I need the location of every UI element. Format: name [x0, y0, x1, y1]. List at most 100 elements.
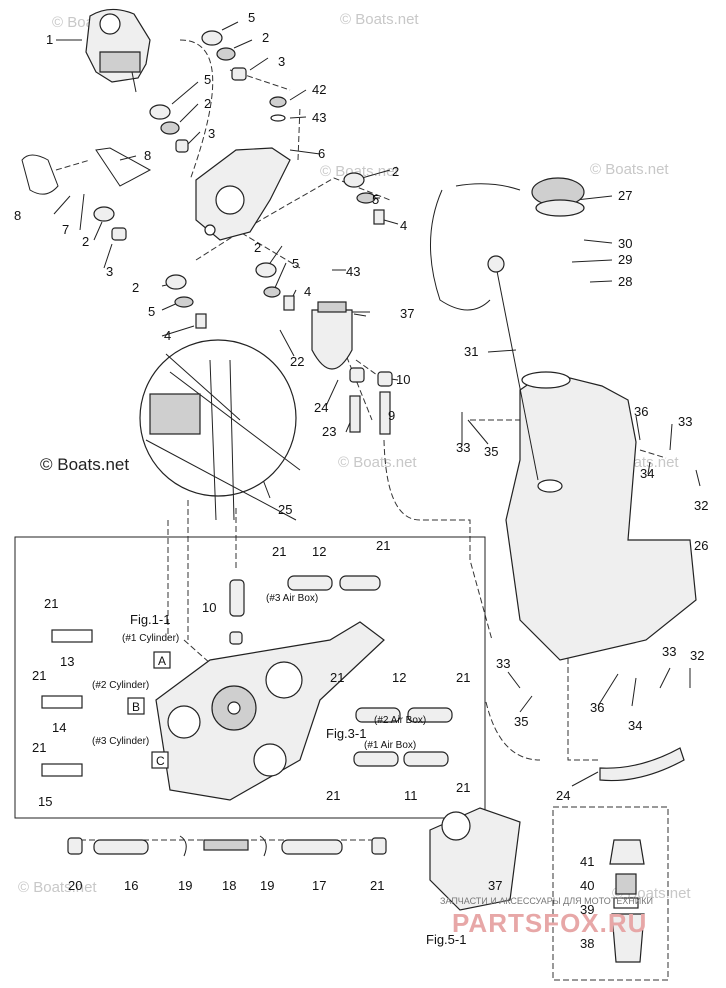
callout-c26: 26: [694, 538, 708, 553]
callout-c37a: 37: [400, 306, 414, 321]
connector-b-label: B: [132, 700, 140, 714]
callout-c21e: 21: [32, 740, 46, 755]
callout-c37b: 37: [488, 878, 502, 893]
watermark-boats: © Boats.net: [338, 454, 417, 471]
partsfox-brand: PARTSFOX.RU: [452, 908, 647, 938]
callout-c3b: 3: [208, 126, 215, 141]
callout-c19a: 19: [178, 878, 192, 893]
detail-magnifier: [139, 339, 301, 521]
watermark-boats: © Boats.net: [18, 879, 97, 896]
callout-c36a: 36: [634, 404, 648, 419]
callout-c8b: 8: [14, 208, 21, 223]
callout-c41: 41: [580, 854, 594, 869]
callout-c33c: 33: [496, 656, 510, 671]
callout-c31: 31: [464, 344, 478, 359]
callout-c22: 22: [290, 354, 304, 369]
callout-c25: 25: [278, 502, 292, 517]
callout-c34a: 34: [640, 466, 654, 481]
callout-c3c: 3: [106, 264, 113, 279]
hose-24-bottom: [599, 747, 685, 782]
callout-c10b: 10: [202, 600, 216, 615]
note-cyl3: (#3 Cylinder): [92, 736, 149, 747]
callout-c10a: 10: [396, 372, 410, 387]
callout-c39: 39: [580, 902, 594, 917]
callout-c33d: 33: [662, 644, 676, 659]
callout-c2d: 2: [132, 280, 139, 295]
callout-c6: 6: [318, 146, 325, 161]
callout-c30: 30: [618, 236, 632, 251]
callout-c33b: 33: [456, 440, 470, 455]
callout-c8a: 8: [144, 148, 151, 163]
joints-24-10: [349, 367, 393, 387]
watermark-boats-main: © Boats.net: [40, 455, 129, 474]
pipes-13-14-15: [41, 629, 93, 777]
watermark-boats: © Boats.net: [320, 163, 399, 180]
callout-c2c: 2: [82, 234, 89, 249]
callout-c5d: 5: [372, 192, 379, 207]
callout-c21f: 21: [330, 670, 344, 685]
washer-stack-left: [165, 274, 207, 329]
callout-c2f: 2: [254, 240, 261, 255]
note-cyl2: (#2 Cylinder): [92, 680, 149, 691]
callout-c21a: 21: [272, 544, 286, 559]
cable-wires: [429, 183, 521, 311]
callout-c15: 15: [38, 794, 52, 809]
callout-c5a: 5: [248, 10, 255, 25]
callout-c21g: 21: [456, 670, 470, 685]
callout-c20: 20: [68, 878, 82, 893]
leader-lines: [53, 21, 701, 841]
nut-42-43: [269, 96, 287, 122]
callout-c27: 27: [618, 188, 632, 203]
cap-27: [531, 177, 585, 217]
fig-1-1-label: Fig.1-1: [130, 612, 170, 627]
fig-5-1-label: Fig.5-1: [426, 932, 466, 947]
callout-c9: 9: [388, 408, 395, 423]
callout-c4c: 4: [304, 284, 311, 299]
callout-c19b: 19: [260, 878, 274, 893]
bracket-6: [195, 147, 291, 241]
callout-c2a: 2: [262, 30, 269, 45]
note-air1: (#1 Air Box): [364, 740, 416, 751]
fig-1-1-frame: [14, 536, 486, 819]
callout-c43a: 43: [312, 110, 326, 125]
callout-c36b: 36: [590, 700, 604, 715]
callout-c14: 14: [52, 720, 66, 735]
callout-c21i: 21: [456, 780, 470, 795]
partsfox-watermark: ЗАПЧАСТИ И АКСЕССУАРЫ ДЛЯ МОТОТЕХНИКИ PA…: [440, 896, 653, 938]
callout-c5e: 5: [292, 256, 299, 271]
callout-c32a: 32: [694, 498, 708, 513]
callout-c16: 16: [124, 878, 138, 893]
callout-c11: 11: [404, 788, 418, 803]
callout-c38: 38: [580, 936, 594, 951]
callout-c33a: 33: [678, 414, 692, 429]
washer-stack-3: [93, 206, 127, 241]
callout-c2b: 2: [204, 96, 211, 111]
callout-c35b: 35: [514, 714, 528, 729]
callout-c2e: 2: [392, 164, 399, 179]
watermark-boats: © Boats.net: [340, 11, 419, 28]
fig-5-1-detail-frame: [552, 806, 669, 981]
callout-c35a: 35: [484, 444, 498, 459]
callout-c21c: 21: [44, 596, 58, 611]
watermark-boats: © Boats.net: [590, 161, 669, 178]
note-air2: (#2 Air Box): [374, 715, 426, 726]
callout-c18: 18: [222, 878, 236, 893]
callout-c12b: 12: [392, 670, 406, 685]
callout-c4b: 4: [400, 218, 407, 233]
gauge-31: [487, 255, 539, 481]
callout-c21j: 21: [370, 878, 384, 893]
callout-c24b: 24: [556, 788, 570, 803]
engine-fig-5-1: [429, 807, 521, 911]
callout-c29: 29: [618, 252, 632, 267]
callout-c13: 13: [60, 654, 74, 669]
callout-c21d: 21: [32, 668, 46, 683]
callout-c23: 23: [322, 424, 336, 439]
hoses-9-23: [349, 391, 391, 435]
callout-c43b: 43: [346, 264, 360, 279]
callout-c5b: 5: [204, 72, 211, 87]
callout-c3a: 3: [278, 54, 285, 69]
clamp-8: [21, 147, 152, 195]
fuel-pump-assembly: [85, 8, 151, 93]
